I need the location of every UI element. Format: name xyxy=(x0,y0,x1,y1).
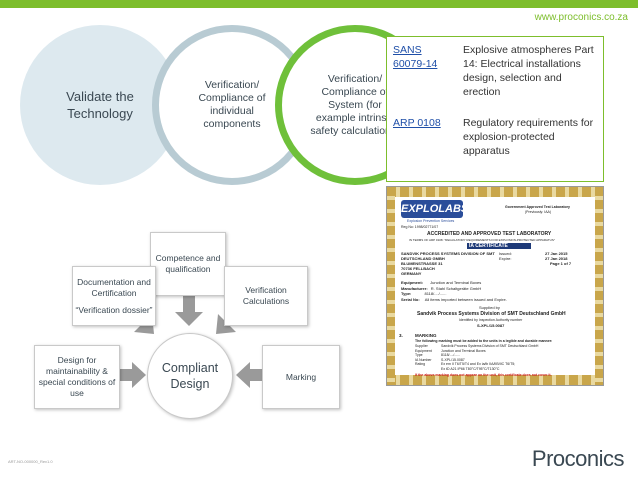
ia-certificate-heading: IA CERTIFICATE xyxy=(467,243,531,249)
field-label: Equipment: xyxy=(401,280,423,285)
marking-label: Type xyxy=(415,353,423,357)
reg-no: Reg No: 1998/02771/07 xyxy=(401,225,439,229)
explolabs-logo: EXPLOLABS xyxy=(401,200,468,218)
field-label: Serial No: xyxy=(401,296,420,302)
equipment-fields: Equipment: Junction and Terminal Boxes M… xyxy=(401,280,507,302)
step3-label: Verification/ Compliance of System (for … xyxy=(310,72,400,137)
company-line: SANDVIK PROCESS SYSTEMS DIVISION OF SMT xyxy=(401,251,495,256)
documentation-label: Documentation and Certification xyxy=(77,276,151,298)
lab-line2: (Previously: IAA) xyxy=(525,210,552,214)
arrow-marking xyxy=(236,362,262,388)
verification-calculations-label: Verification Calculations xyxy=(242,285,290,306)
field-label: Manufacturer: xyxy=(401,285,428,291)
ia-certificate-image: EXPLOLABS Explosion Prevention Services … xyxy=(386,186,604,386)
arrow-competence xyxy=(175,296,203,326)
company-address: SANDVIK PROCESS SYSTEMS DIVISION OF SMT … xyxy=(401,251,495,276)
issued-label: Issued: xyxy=(499,251,512,256)
compliant-design-label: Compliant Design xyxy=(161,361,219,391)
verification-dossier-label: “Verification dossier” xyxy=(75,304,153,315)
sans-code-line2[interactable]: 60079-14 xyxy=(393,58,438,70)
company-line: GERMANY xyxy=(401,271,422,276)
step2-label: Verification/ Compliance of individual c… xyxy=(198,79,266,130)
marking-value: Junction and Terminal Boxes xyxy=(441,348,486,353)
arrow-maintainability xyxy=(120,362,146,388)
expire-date: 27 Jan 2018 xyxy=(545,256,568,261)
field-value: Junction and Terminal Boxes xyxy=(430,280,482,285)
marking-value: 8118/..../...... xyxy=(441,353,461,357)
compliant-design-circle: Compliant Design xyxy=(147,333,233,419)
competence-label: Competence and qualification xyxy=(155,253,221,274)
cert-border-right xyxy=(595,187,603,385)
top-accent-bar xyxy=(0,0,638,8)
sans-description: Explosive atmospheres Part 14: Electrica… xyxy=(463,44,594,98)
marking-fields: Supplier Sandvik Process Systems Division… xyxy=(415,344,538,371)
accredited-heading: ACCREDITED AND APPROVED TEST LABORATORY xyxy=(427,231,552,237)
step1-label: Validate the Technology xyxy=(66,89,134,121)
cert-border-bottom xyxy=(387,375,603,385)
identified-by: Identified by Inspection Authority numbe… xyxy=(459,318,523,322)
field-value: 8118/..../...... xyxy=(424,291,447,296)
standards-box: SANS 60079-14 Explosive atmospheres Part… xyxy=(386,36,604,182)
marking-warning: If the above marking does not appear on … xyxy=(415,373,552,377)
supplier-name: Sandvik Process Systems Division of SMT … xyxy=(417,311,566,317)
marking-section-number: 3. xyxy=(399,333,403,338)
company-line: DEUTSCHLAND GMBH xyxy=(401,256,445,261)
marking-label: Marking xyxy=(285,371,317,382)
competence-box: Competence and qualification xyxy=(150,232,226,296)
ia-number: S-XPL/15.0087 xyxy=(477,323,505,328)
marking-value: S-XPL/15.0087 xyxy=(441,357,465,362)
marking-label: Supplier xyxy=(415,344,428,348)
marking-box: Marking xyxy=(262,345,340,409)
lab-line1: Government Approved Test Laboratory xyxy=(505,205,570,209)
company-line: 70736 FELLBACH xyxy=(401,266,435,271)
field-value: All items imported between issued and Ex… xyxy=(424,296,507,302)
marking-value: Ex em II T6/T5/T4 and Ex ia/ib IIA/IIB/I… xyxy=(441,362,516,366)
issued-date: 27 Jan 2015 xyxy=(545,251,568,256)
arp-code[interactable]: ARP 0108 xyxy=(393,117,441,129)
cert-border-top xyxy=(387,187,603,197)
sans-code-line1[interactable]: SANS xyxy=(393,44,422,56)
marking-value: Sandvik Process Systems Division of SMT … xyxy=(441,344,539,348)
page-number: Page 1 of 7 xyxy=(550,261,572,266)
step-component-verification: Verification/ Compliance of individual c… xyxy=(152,25,312,185)
verification-calculations-box: Verification Calculations xyxy=(224,266,308,326)
website-url[interactable]: www.proconics.co.za xyxy=(534,12,628,23)
accredited-subheading: IN TERMS OF ARP 0108: "REGULATORY REQUIR… xyxy=(409,238,555,242)
marking-instruction: The following marking must be added to t… xyxy=(415,339,553,343)
field-value: R. Stahl Schaltgeräte GmbH xyxy=(430,285,482,291)
marking-value: Ex tD A21 IP66 T80°C/T95°C/T130°C xyxy=(441,366,500,371)
arp-description: Regulatory requirements for explosion-pr… xyxy=(463,117,594,157)
marking-section-title: MARKING xyxy=(415,333,437,338)
marking-label: Equipment xyxy=(415,348,432,353)
marking-label: Rating xyxy=(415,362,426,366)
proconics-logo: Proconics xyxy=(531,446,625,471)
expire-label: Expire: xyxy=(499,256,512,261)
field-label: Type: xyxy=(401,291,412,296)
supplied-by: Supplied by xyxy=(479,305,500,310)
marking-label: IA Number xyxy=(415,357,432,362)
documentation-box: Documentation and Certification “Verific… xyxy=(72,266,156,326)
explolabs-tagline: Explosion Prevention Services xyxy=(407,219,455,223)
company-line: BLUMENSTRASSE 31 xyxy=(401,261,443,266)
maintainability-label: Design for maintainability & special con… xyxy=(38,355,116,398)
maintainability-box: Design for maintainability & special con… xyxy=(34,345,120,409)
cert-border-left xyxy=(387,187,395,385)
footer-note: ART-NO-000000_Rev1.0 xyxy=(8,459,53,464)
